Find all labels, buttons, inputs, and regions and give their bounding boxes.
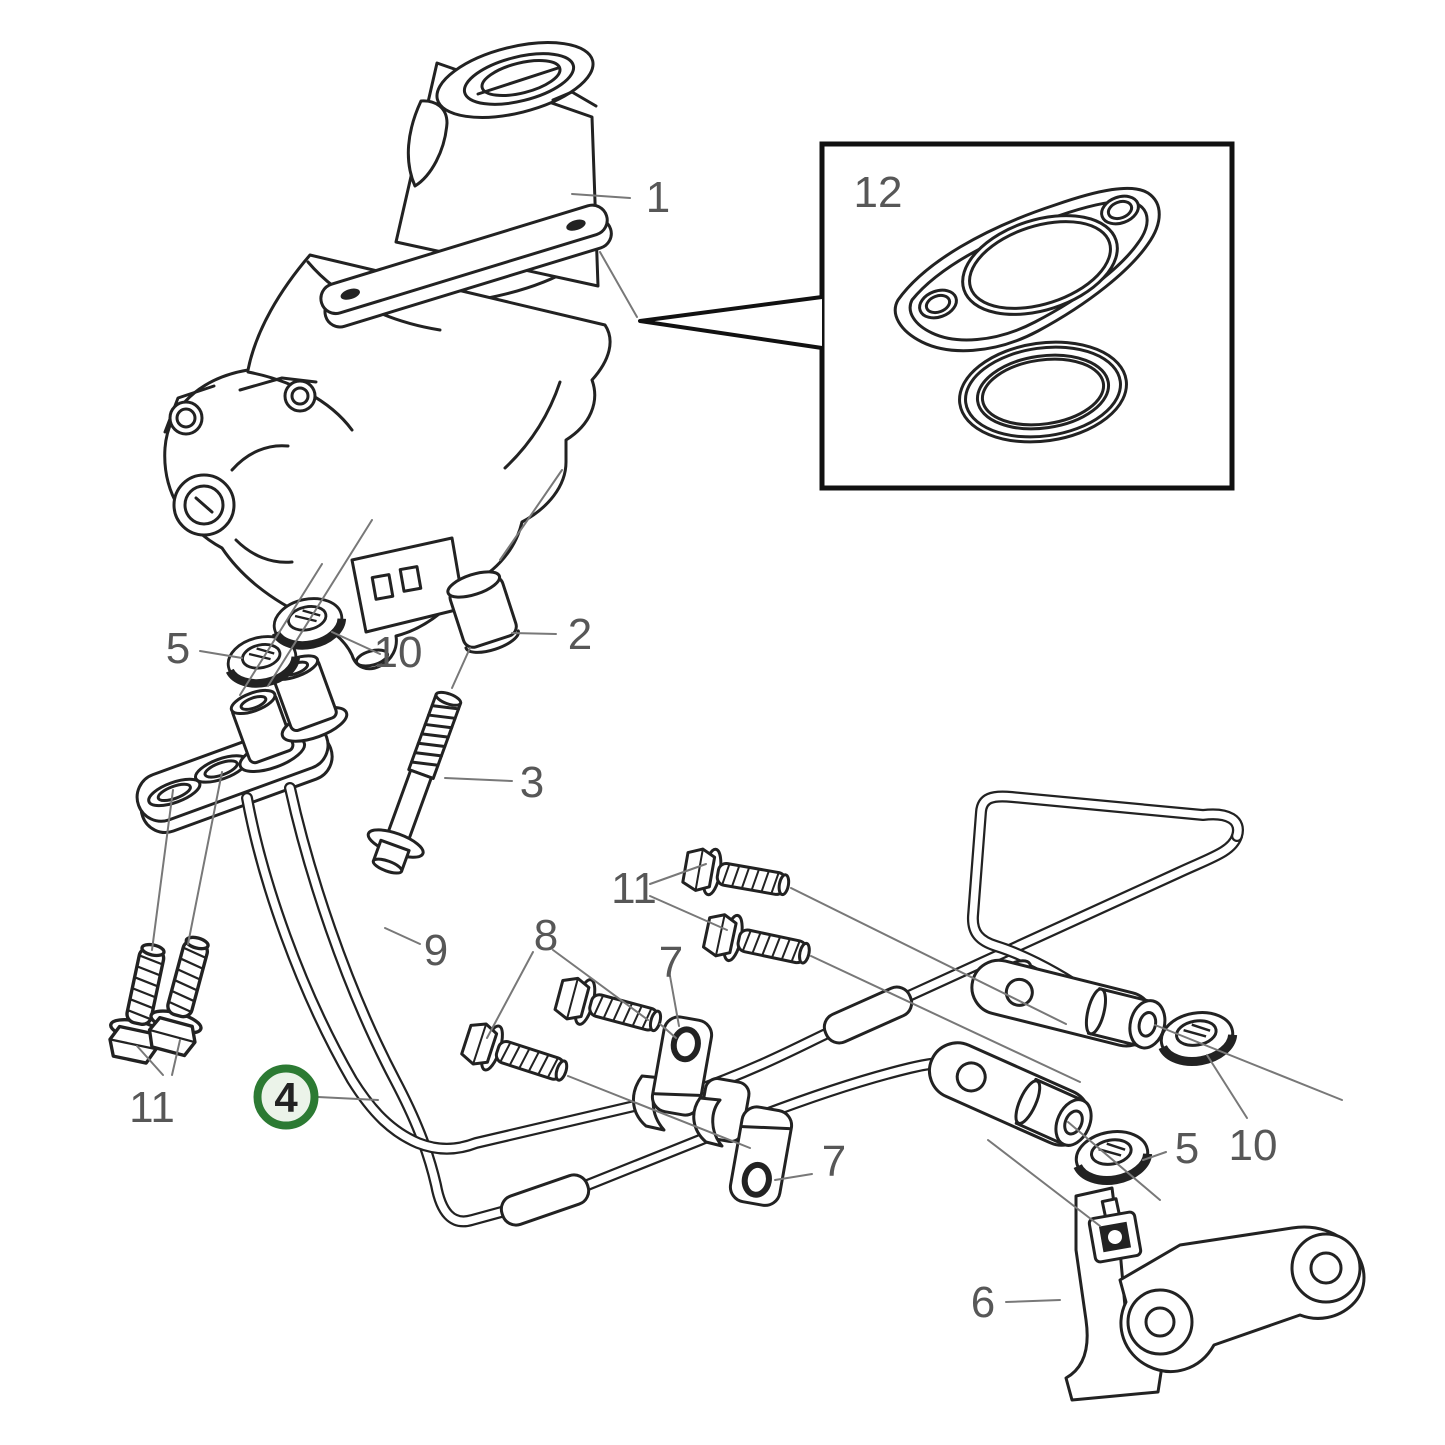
highlighted-callout-4[interactable]: 4 [253,1064,319,1130]
part-10-ring-right-art [1157,1007,1236,1067]
part-11-bolts-middle-art [679,843,816,979]
part-2-spacer-art [446,570,520,654]
callout-11-left[interactable]: 11 [129,1083,175,1132]
pipe-link-lower-art [927,1041,1093,1147]
callout-7-lower[interactable]: 7 [822,1137,846,1186]
part-11-bolts-left-art [102,929,226,1067]
callout-8[interactable]: 8 [534,911,558,960]
callout-12-inset[interactable]: 12 [854,168,903,217]
callout-11-middle[interactable]: 11 [611,864,657,913]
callout-6[interactable]: 6 [971,1278,995,1327]
part-7-clamp-lower-art [692,1077,794,1207]
pipe-link-upper-art [970,958,1167,1050]
callout-5-right[interactable]: 5 [1175,1124,1199,1173]
callout-7-upper[interactable]: 7 [659,938,683,987]
callout-9[interactable]: 9 [424,926,448,975]
pipe-flange-fitting-art [135,654,349,834]
callout-labels: 1 2 3 5 10 9 8 11 7 11 7 5 10 6 12 [129,168,1277,1327]
part-6-bracket-art [1064,1186,1366,1402]
part-7-clamp-upper-art [632,1015,714,1132]
leader-lines [136,193,1343,1303]
callout-1[interactable]: 1 [646,173,670,222]
callout-2[interactable]: 2 [568,610,592,659]
callout-3[interactable]: 3 [520,758,544,807]
callout-10-left[interactable]: 10 [374,628,423,677]
part-3-bolt-art [366,690,463,875]
callout-5-left[interactable]: 5 [166,624,190,673]
callout-4-number[interactable]: 4 [274,1074,298,1121]
part-1-pump-assembly-art [163,41,613,671]
inset-detail-box [638,141,1235,491]
part-4-pipe-art [241,790,1244,1227]
callout-10-right[interactable]: 10 [1229,1121,1278,1170]
